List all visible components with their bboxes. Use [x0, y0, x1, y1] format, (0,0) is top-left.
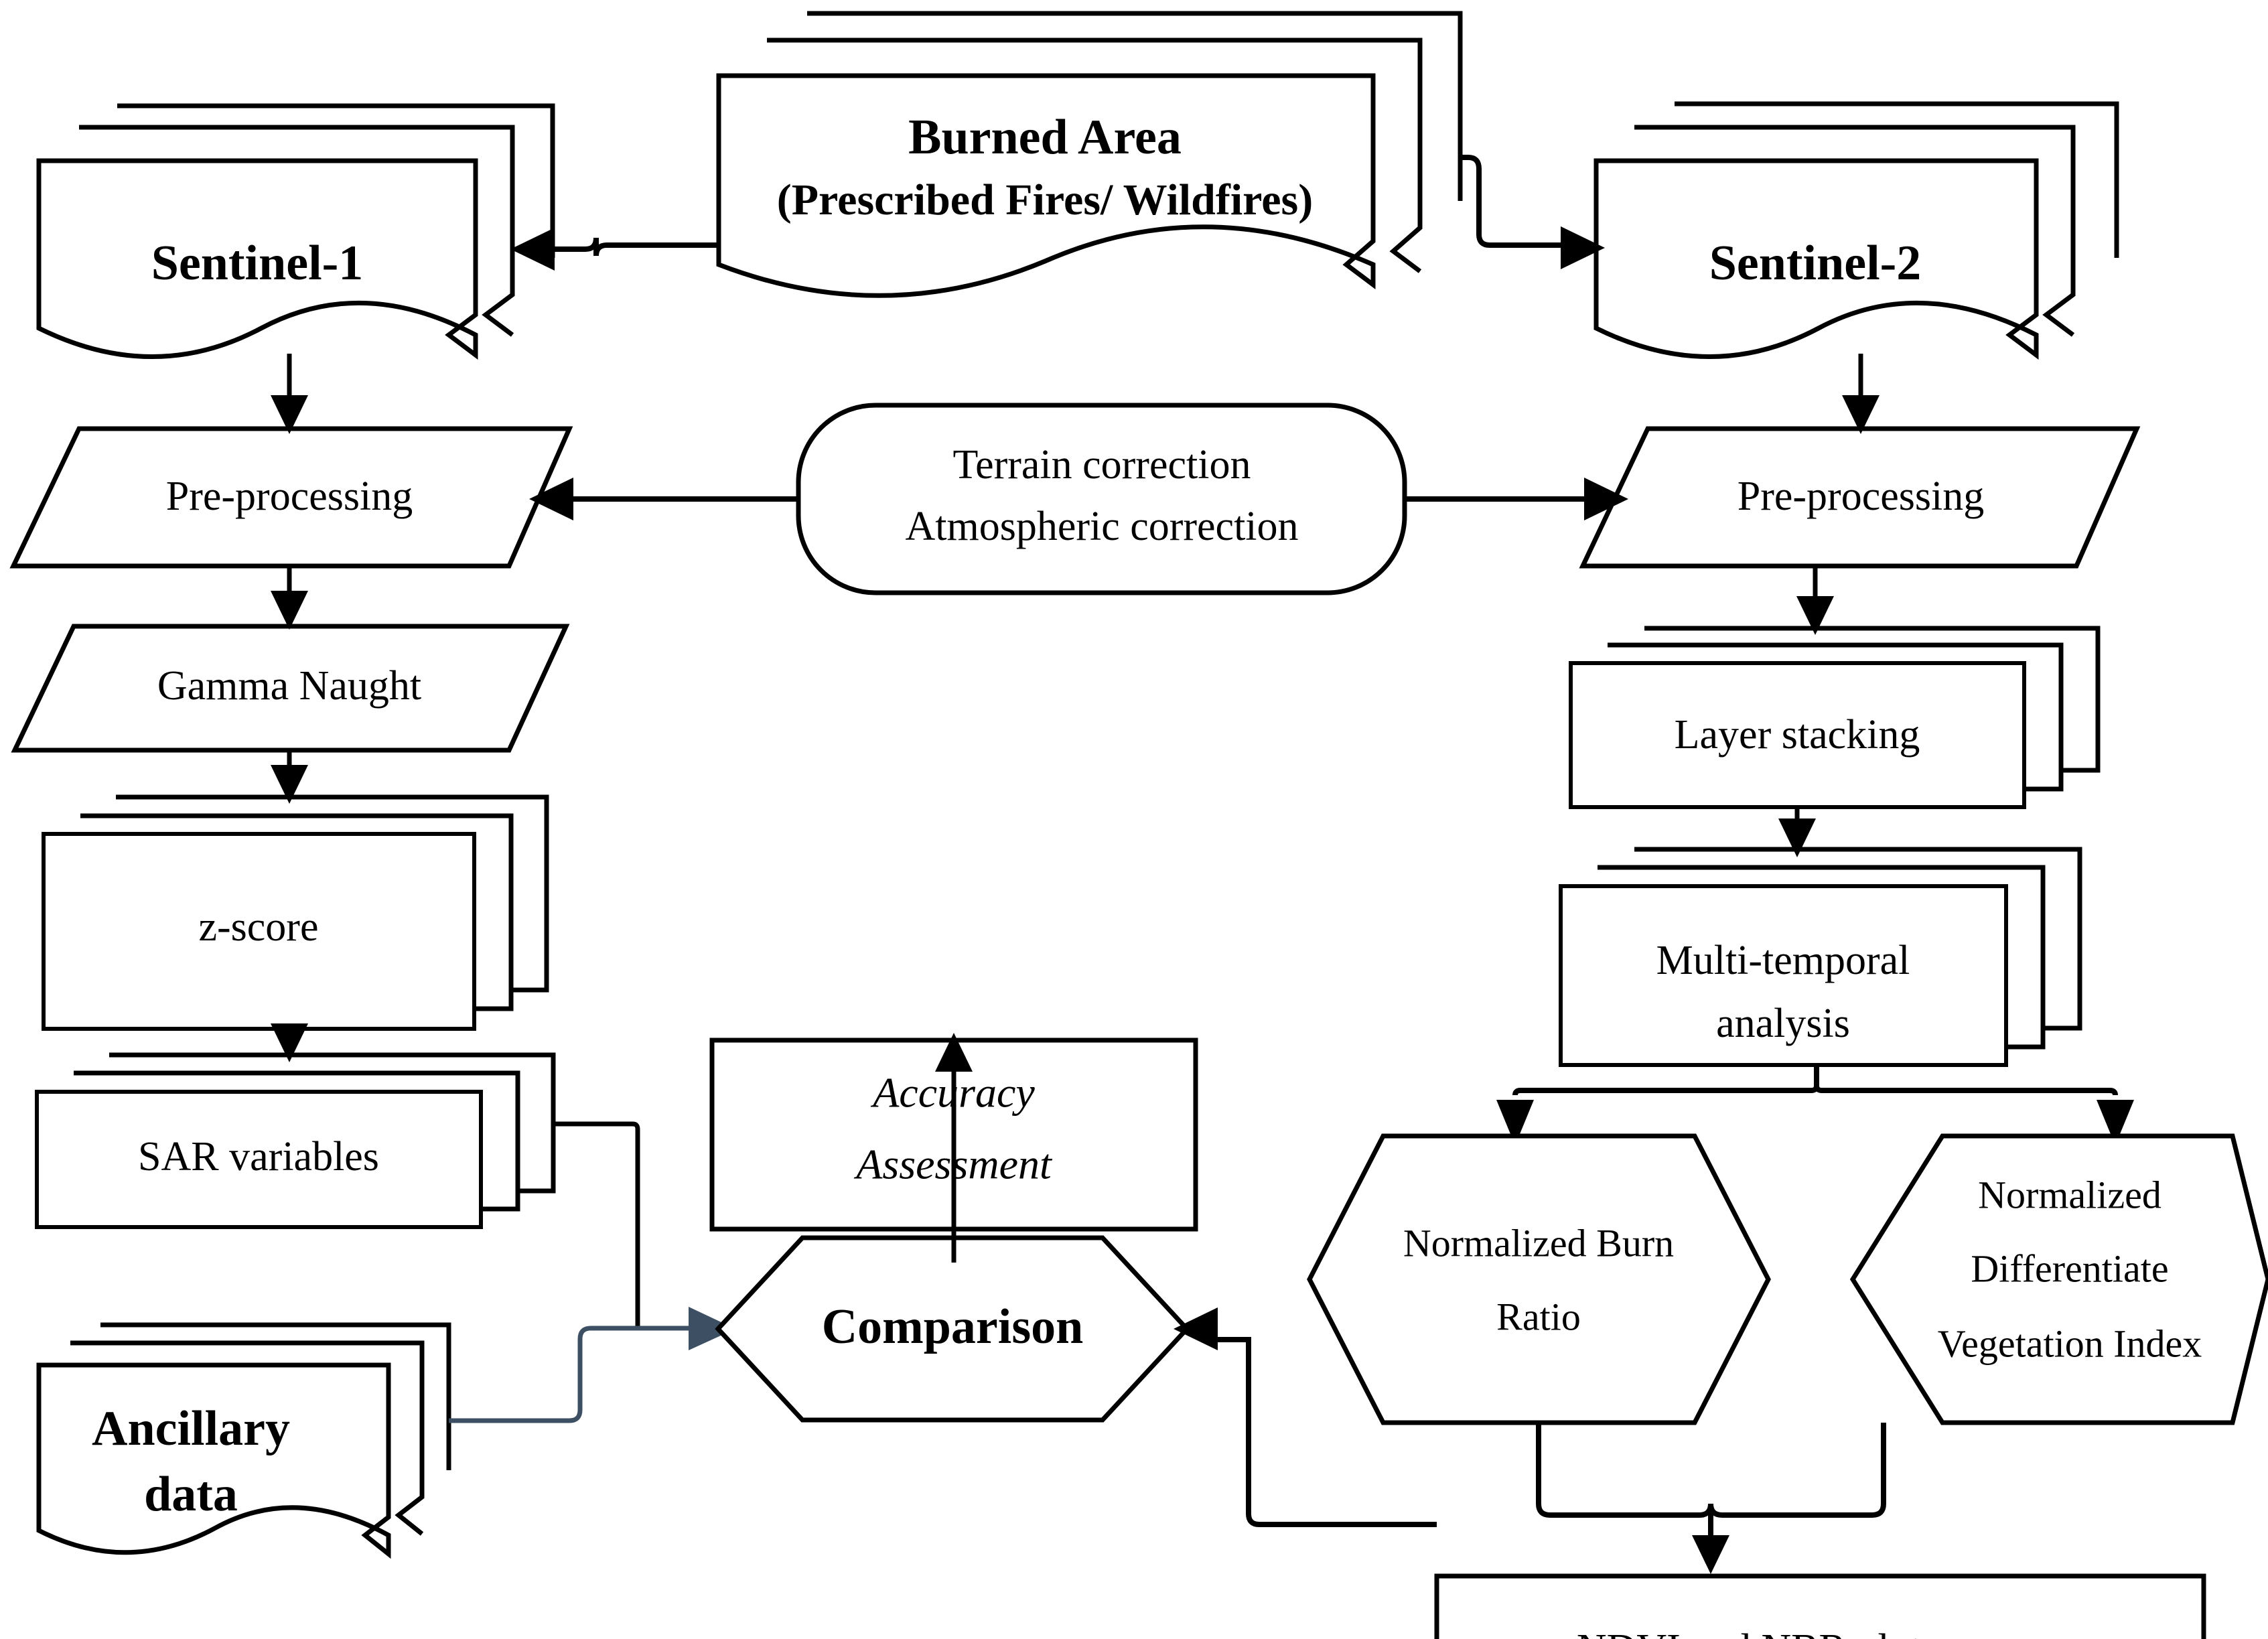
sentinel1-label: Sentinel-1 — [151, 236, 364, 291]
gamma-naught-label: Gamma Naught — [157, 663, 421, 709]
node-sentinel2[interactable]: Sentinel-2 — [1593, 101, 2119, 360]
preprocessing-left-label: Pre-processing — [166, 474, 413, 519]
multi-temporal-line2: analysis — [1716, 1001, 1850, 1046]
ancillary-data-line1: Ancillary — [92, 1401, 290, 1456]
node-comparison[interactable]: Comparison — [715, 1235, 1190, 1423]
node-sentinel1[interactable]: Sentinel-1 — [36, 103, 555, 360]
edge-comparison-to-accuracy — [935, 1033, 973, 1263]
edge-indices-to-plot — [1536, 1423, 1886, 1574]
ndvi-line2: Differentiate — [1971, 1246, 2168, 1290]
ndvi-line1: Normalized — [1978, 1173, 2161, 1216]
multi-temporal-line1: Multi-temporal — [1656, 938, 1910, 983]
ancillary-data-line2: data — [144, 1467, 238, 1522]
node-ndvi-nbr-plot[interactable]: NDVI and NBR plot per area — [1434, 1573, 2206, 1639]
z-score-label: z-score — [199, 904, 319, 950]
node-ancillary-data[interactable]: Ancillary data — [36, 1322, 451, 1559]
edge-corrections-to-preproc-right — [1405, 478, 1628, 520]
node-burned-area[interactable]: Burned Area (Prescribed Fires/ Wildfires… — [716, 11, 1463, 298]
node-gamma-naught[interactable]: Gamma Naught — [11, 624, 570, 753]
edge-layer-to-multitemporal — [1778, 807, 1816, 857]
node-corrections[interactable]: Terrain correction Atmospheric correctio… — [796, 403, 1407, 595]
layer-stacking-label: Layer stacking — [1675, 712, 1920, 758]
node-sar-variables[interactable]: SAR variables — [35, 1052, 556, 1229]
nbr-line2: Ratio — [1496, 1295, 1581, 1338]
node-layer-stacking[interactable]: Layer stacking — [1569, 626, 2101, 809]
sar-variables-label: SAR variables — [138, 1134, 379, 1180]
corrections-line2: Atmospheric correction — [905, 504, 1298, 549]
edge-burned-area-to-sentinel1 — [510, 228, 719, 271]
edge-zscore-to-sar — [271, 1023, 308, 1062]
burned-area-line2: (Prescribed Fires/ Wildfires) — [777, 175, 1313, 224]
edge-preproc-to-gamma — [271, 566, 308, 630]
edge-plot-to-comparison — [1174, 1307, 1437, 1527]
edge-sentinel1-to-preproc — [271, 354, 308, 434]
edge-ancillary-to-comparison — [449, 1307, 735, 1423]
node-preprocessing-left[interactable]: Pre-processing — [9, 426, 573, 569]
node-z-score[interactable]: z-score — [42, 794, 549, 1031]
node-nbr[interactable]: Normalized Burn Ratio — [1307, 1133, 1771, 1425]
edge-sar-to-comparison — [553, 1121, 697, 1331]
nbr-line1: Normalized Burn — [1403, 1221, 1674, 1265]
corrections-line1: Terrain correction — [953, 442, 1251, 488]
sentinel2-label: Sentinel-2 — [1709, 236, 1922, 291]
ndvi-nbr-plot-label: NDVI and NBR plot per area — [1577, 1626, 2064, 1639]
burned-area-line1: Burned Area — [908, 110, 1182, 165]
preprocessing-right-label: Pre-processing — [1738, 474, 1984, 519]
node-multi-temporal[interactable]: Multi-temporal analysis — [1559, 847, 2082, 1067]
edge-gamma-to-zscore — [271, 750, 308, 804]
ndvi-line3: Vegetation Index — [1938, 1322, 2202, 1365]
node-ndvi[interactable]: Normalized Differentiate Vegetation Inde… — [1849, 1133, 2268, 1425]
edge-multitemporal-split — [1496, 1065, 2134, 1145]
edge-preproc-right-to-layer — [1796, 566, 1834, 635]
node-preprocessing-right[interactable]: Pre-processing — [1579, 426, 2141, 569]
edge-sentinel2-to-preproc — [1842, 354, 1880, 434]
edge-burned-area-to-sentinel2 — [1460, 155, 1605, 269]
comparison-label: Comparison — [822, 1299, 1084, 1354]
edge-corrections-to-preproc-left — [529, 478, 798, 520]
